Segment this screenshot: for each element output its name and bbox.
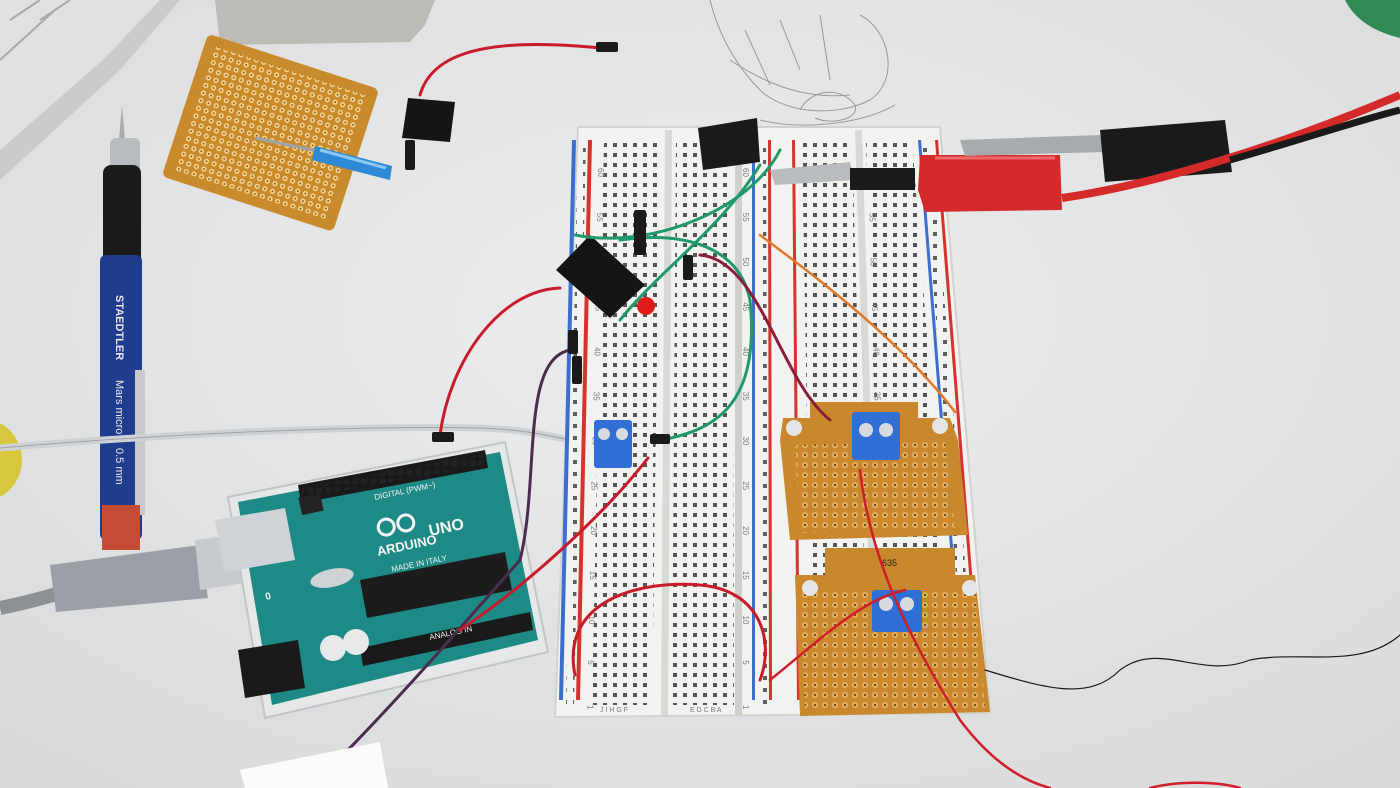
breadboard-row-number: 55 (867, 213, 876, 222)
breadboard-row-number: 25 (590, 481, 599, 490)
breadboard-row-number: 50 (869, 258, 878, 267)
breadboard-row-number: 15 (588, 571, 597, 580)
paper-scrap (240, 742, 388, 788)
perfboard-upper (780, 402, 968, 540)
laptop (0, 0, 180, 180)
perfboard-label: 635 (882, 558, 897, 568)
breadboard-row-number: 1 (585, 705, 594, 710)
pencil-model: Mars micro (113, 380, 125, 434)
breadboard-row-number: 25 (741, 481, 750, 490)
breadboard-row-number: 15 (741, 571, 750, 580)
breadboard-row-number: 20 (589, 526, 598, 535)
breadboard-row-number: 50 (741, 258, 750, 267)
breadboard-letters-right: E D C B A (690, 707, 722, 714)
breadboard-row-number: 40 (741, 347, 750, 356)
black-tape-wire (402, 98, 455, 142)
mechanical-pencil: STAEDTLER Mars micro 0.5 mm (100, 105, 145, 550)
pencil-lead: 0.5 mm (113, 448, 125, 485)
terminal-block-perf-upper (852, 412, 900, 460)
screwdriver (254, 136, 392, 180)
terminal-block-perf-lower (872, 590, 922, 632)
arduino-uno-board: ARDUINO UNO MADE IN ITALY DIGITAL (PWM~)… (215, 440, 550, 720)
breadboard-row-number: 60 (596, 168, 605, 177)
terminal-block-breadboard (594, 420, 632, 468)
breadboard-row-number: 35 (873, 392, 882, 401)
breadboard-row-number: 30 (741, 437, 750, 446)
yellow-disc (0, 423, 22, 497)
breadboard-row-number: 35 (592, 392, 601, 401)
breadboard-row-number: 45 (870, 302, 879, 311)
cardboard-scrap (215, 0, 435, 45)
pencil-brand: STAEDTLER (113, 295, 125, 360)
breadboard-row-number: 1 (741, 705, 750, 710)
pencil-sketch (709, 0, 896, 126)
wire-connectors (405, 42, 693, 444)
loose-perfboard (163, 35, 378, 231)
breadboard-row-number: 55 (595, 213, 604, 222)
breadboard-row-number: 40 (871, 347, 880, 356)
breadboard-row-number: 5 (586, 660, 595, 665)
breadboard-row-number: 60 (741, 168, 750, 177)
black-tape-breadboard-top (698, 118, 760, 170)
breadboard-row-number: 55 (741, 213, 750, 222)
breadboard-row-number: 10 (741, 616, 750, 625)
breadboard-row-number: 40 (592, 347, 601, 356)
breadboard-letters-left: J I H G F (600, 707, 628, 714)
breadboard-row-number: 45 (741, 302, 750, 311)
green-object-corner (1345, 0, 1400, 38)
jumper-wires (308, 43, 1400, 788)
test-leads (770, 91, 1400, 212)
breadboard-row-number: 5 (741, 660, 750, 665)
breadboard-row-number: 20 (741, 526, 750, 535)
breadboard-row-number: 35 (741, 392, 750, 401)
breadboard-row-number: 10 (587, 616, 596, 625)
arduino-header-number: 0 (264, 591, 272, 603)
black-tape-sensor (556, 235, 645, 318)
red-led (637, 297, 655, 315)
